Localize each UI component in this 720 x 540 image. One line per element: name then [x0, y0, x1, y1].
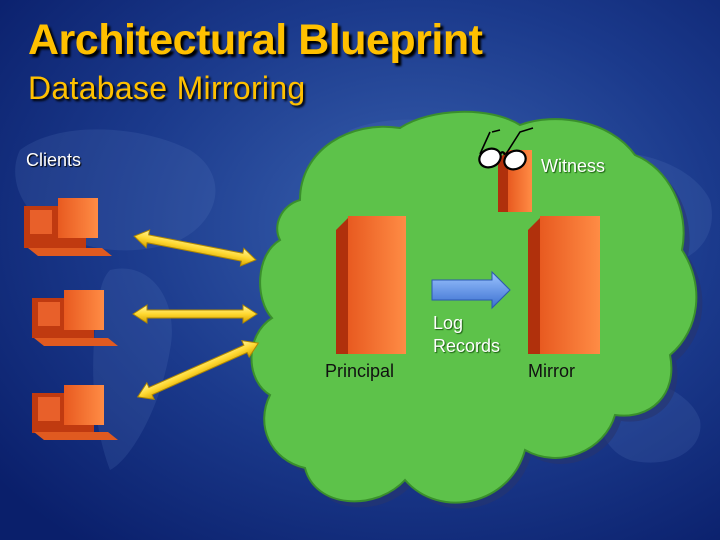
mirror-server — [528, 216, 600, 354]
clients-label: Clients — [26, 150, 82, 170]
glasses-icon — [478, 127, 534, 171]
slide-subtitle: Database Mirroring — [28, 70, 306, 106]
principal-server — [336, 216, 406, 354]
client-arrow-3 — [136, 339, 260, 401]
mirroring-cloud — [250, 110, 703, 509]
client-computer-2 — [32, 290, 118, 346]
witness-label: Witness — [541, 156, 606, 176]
client-computer-1 — [24, 198, 112, 256]
log-records-line-2: Records — [433, 336, 501, 356]
log-records-label: Log Records — [433, 312, 500, 358]
client-arrow-2 — [132, 304, 258, 324]
mirror-label: Mirror — [528, 361, 575, 381]
slide-title: Architectural Blueprint — [28, 16, 483, 64]
client-arrow-1 — [133, 229, 257, 267]
principal-label: Principal — [325, 361, 395, 381]
client-computer-3 — [32, 385, 118, 440]
log-records-arrow — [431, 270, 511, 310]
log-records-line-1: Log — [433, 313, 464, 333]
cloud-body — [250, 110, 698, 504]
